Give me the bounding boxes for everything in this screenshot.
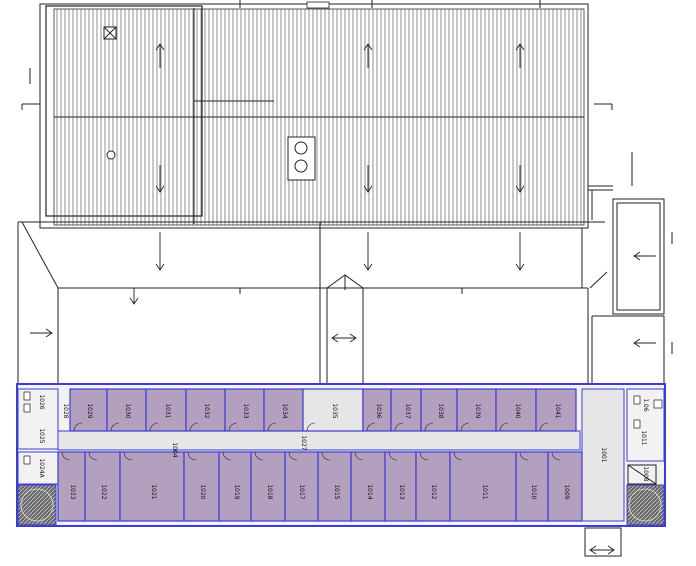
room-north	[224, 388, 265, 432]
door-swing	[366, 422, 376, 432]
room-label: 1034	[281, 403, 288, 418]
room-north	[420, 388, 458, 432]
room-label: 1032	[203, 403, 210, 418]
room-label: 1020	[199, 484, 206, 499]
room-label: 1018	[266, 484, 273, 499]
room-north	[535, 388, 577, 432]
corridor-label: 1001	[600, 447, 607, 462]
room-south	[84, 451, 121, 522]
room-label: 1009	[563, 484, 570, 499]
room-south	[218, 451, 252, 522]
room-label: 1021	[150, 484, 157, 499]
door-swing	[110, 422, 120, 432]
room-north	[302, 388, 364, 432]
room-label: 1040	[514, 403, 521, 418]
room-label: 1013	[398, 484, 405, 499]
room-south	[119, 451, 185, 522]
door-swing	[453, 451, 463, 461]
room-south	[415, 451, 451, 522]
main-corridor	[57, 430, 581, 451]
room-label: 1028	[62, 403, 69, 418]
room-label: 1025	[38, 428, 45, 443]
room-label: 1030	[124, 403, 131, 418]
door-swing	[424, 422, 434, 432]
east-box	[612, 198, 665, 315]
room-label: 1011	[640, 430, 647, 445]
room-label: 1014	[366, 484, 373, 499]
door-swing	[460, 422, 470, 432]
room-north	[185, 388, 226, 432]
room-label: 1022	[100, 484, 107, 499]
room-label: 1008	[642, 466, 649, 481]
door-swing	[306, 422, 316, 432]
room-south	[449, 451, 517, 522]
slope-arrows	[30, 43, 656, 555]
room-label: 1024A	[38, 458, 45, 478]
door-swing	[321, 451, 331, 461]
door-swing	[394, 422, 404, 432]
room-south	[547, 451, 583, 522]
door-swing	[354, 451, 364, 461]
room-north	[390, 388, 422, 432]
door-swing	[222, 451, 232, 461]
room-label: 1037	[404, 403, 411, 418]
roof-area	[39, 0, 589, 229]
room-label: 1026	[38, 394, 45, 409]
corridor-label: 1027	[300, 435, 307, 450]
room-label: 1017	[298, 484, 305, 499]
room-label: 1035	[331, 403, 338, 418]
room-label: 1031	[164, 403, 171, 418]
room-label: 1019	[233, 484, 240, 499]
door-swing	[288, 451, 298, 461]
room-label: 1039	[474, 403, 481, 418]
room-south	[250, 451, 286, 522]
stair-west	[17, 484, 57, 526]
door-swing	[189, 422, 199, 432]
door-swing	[88, 451, 98, 461]
room-label: 1010	[530, 484, 537, 499]
east-corridor	[581, 388, 625, 522]
room-label: 1011	[481, 484, 488, 499]
door-swing	[61, 451, 71, 461]
room-label: 1033	[242, 403, 249, 418]
room-layer	[57, 388, 583, 522]
door-swing	[187, 451, 197, 461]
room-north	[69, 388, 108, 432]
door-swing	[123, 451, 133, 461]
room-label: 1036	[375, 403, 382, 418]
terrace-level	[17, 68, 673, 557]
room-south	[284, 451, 319, 522]
room-label: 1041	[554, 403, 561, 418]
room-north	[495, 388, 537, 432]
room-north	[263, 388, 304, 432]
door-swing	[499, 422, 509, 432]
drain-icon	[106, 150, 116, 160]
door-swing	[388, 451, 398, 461]
room-label: 1012	[430, 484, 437, 499]
door-swing	[551, 451, 561, 461]
door-swing	[419, 451, 429, 461]
stair-east	[626, 484, 665, 526]
main-floor	[16, 383, 666, 527]
door-swing	[519, 451, 529, 461]
roof-left-frame	[45, 5, 203, 217]
door-swing	[539, 422, 549, 432]
room-label: 1038	[437, 403, 444, 418]
room-label: 1029	[86, 403, 93, 418]
door-swing	[254, 451, 264, 461]
room-south	[515, 451, 549, 522]
door-swing	[228, 422, 238, 432]
fixtures	[23, 391, 663, 465]
room-south	[57, 451, 86, 522]
door-swing	[267, 422, 277, 432]
room-label: 1.06	[642, 398, 649, 412]
room-label: 1015	[333, 484, 340, 499]
door-swing	[149, 422, 159, 432]
room-south	[350, 451, 386, 522]
corridor-label: 1004	[171, 442, 178, 457]
room-labels: 1029 1030 1031 1032 1033 1034 1035 1036 …	[38, 394, 649, 499]
room-label: 1023	[69, 484, 76, 499]
door-swing	[73, 422, 83, 432]
